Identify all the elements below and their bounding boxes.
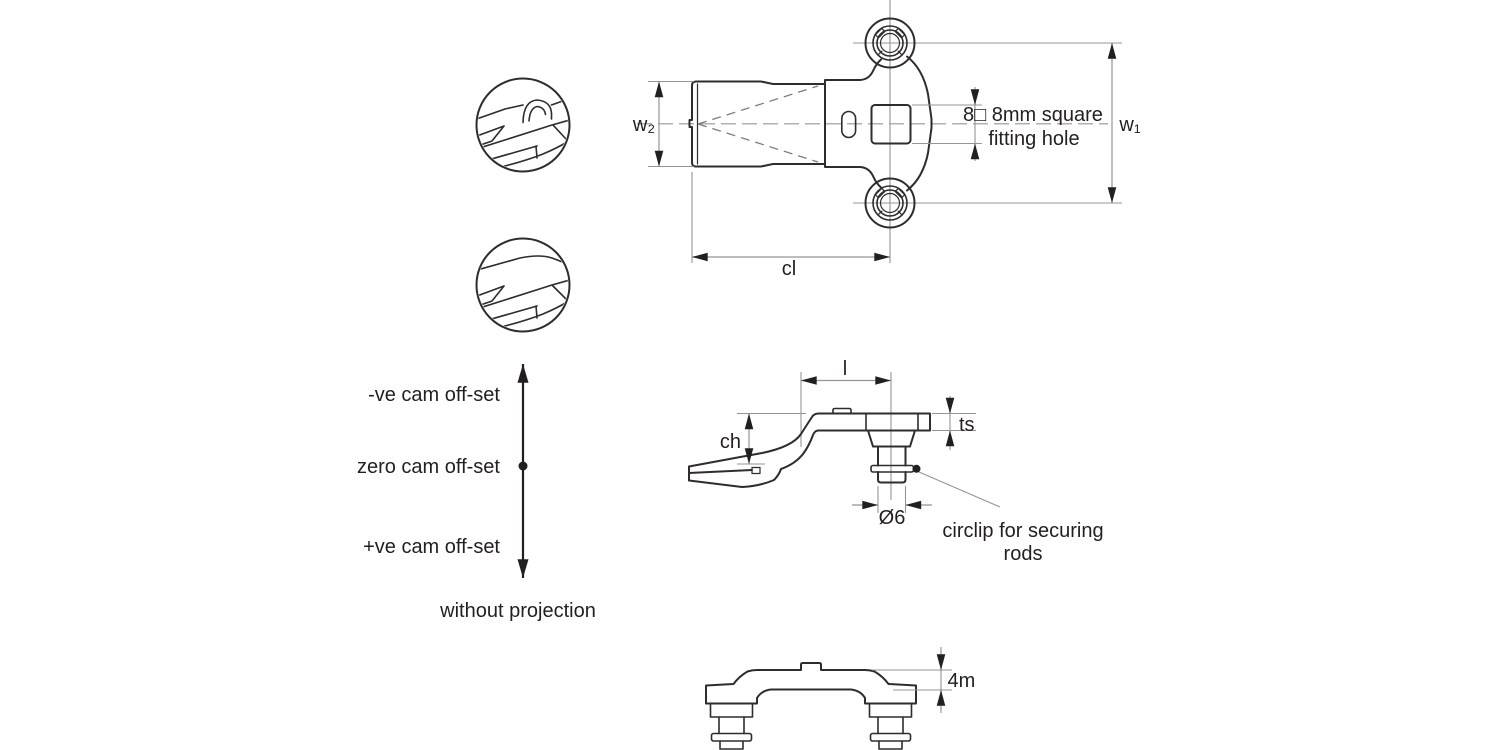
boss-tick-marks	[878, 50, 902, 55]
cl-dimension-label: cl	[782, 258, 796, 280]
positive-offset-label: +ve cam off-set	[363, 536, 500, 558]
hidden-edge-dashes	[697, 85, 819, 163]
circlip-leader-line	[918, 471, 1001, 508]
cam-side-outline	[688, 412, 931, 488]
square-hole-note-line1: 8□ 8mm square	[963, 104, 1103, 126]
body-plate-outline	[824, 55, 933, 192]
stud-shaft	[718, 716, 745, 735]
boss-ring-circle	[872, 25, 908, 61]
projection-bump-side	[832, 407, 852, 415]
boss-outer-circle	[864, 17, 916, 69]
negative-offset-label: -ve cam off-set	[368, 384, 500, 406]
detail-circle-without-projection	[475, 237, 571, 333]
boss-tab-right	[894, 27, 906, 39]
detail-circle-border	[475, 237, 571, 333]
square-fitting-hole	[870, 104, 912, 145]
cam-arm-outline	[688, 80, 826, 168]
blade-tip-detail	[751, 466, 761, 475]
oval-slot	[840, 110, 857, 139]
circlip-note-line1: circlip for securing	[942, 520, 1103, 542]
zero-offset-label: zero cam off-set	[357, 456, 500, 478]
bridge-outline	[705, 662, 917, 705]
detail-circle-border	[475, 77, 571, 173]
side-view: l ts ch Ø6 circlip for securing rods	[688, 358, 1104, 565]
m4-dimension-label: 4m	[948, 670, 976, 692]
zero-offset-dot	[518, 461, 528, 471]
detail-circle-with-projection	[475, 77, 571, 173]
stud-washer	[710, 732, 753, 742]
stud-left	[709, 702, 754, 750]
stud-collar	[709, 702, 754, 718]
ts-dimension-label: ts	[959, 414, 975, 436]
w1-dimension-label: w₁	[1118, 114, 1140, 136]
plan-view: w₂ cl 8□ 8mm square fitting hole w₁	[632, 0, 1141, 280]
ch-dimension-label: ch	[720, 431, 741, 453]
front-view: 4m	[705, 647, 976, 750]
mounting-boss-top	[864, 17, 916, 69]
bushing-outline	[867, 429, 916, 484]
dia6-dimension-label: Ø6	[879, 507, 906, 529]
boss-stud-inner-circle	[879, 32, 901, 54]
without-projection-caption: without projection	[439, 600, 596, 622]
circlip-dot	[912, 464, 921, 473]
boss-stud-circle	[876, 29, 904, 57]
plate-division-lines	[865, 412, 919, 432]
stud-tip	[719, 740, 744, 750]
l-dimension-label: l	[843, 358, 847, 380]
circlip-note-line2: rods	[1004, 543, 1043, 565]
boss-tab-left	[874, 27, 886, 39]
detail-sketch-lines	[478, 97, 568, 170]
cam-offset-diagram: -ve cam off-set zero cam off-set +ve cam…	[357, 364, 596, 622]
w2-dimension-label: w₂	[632, 114, 655, 136]
square-hole-note-line2: fitting hole	[988, 128, 1079, 150]
